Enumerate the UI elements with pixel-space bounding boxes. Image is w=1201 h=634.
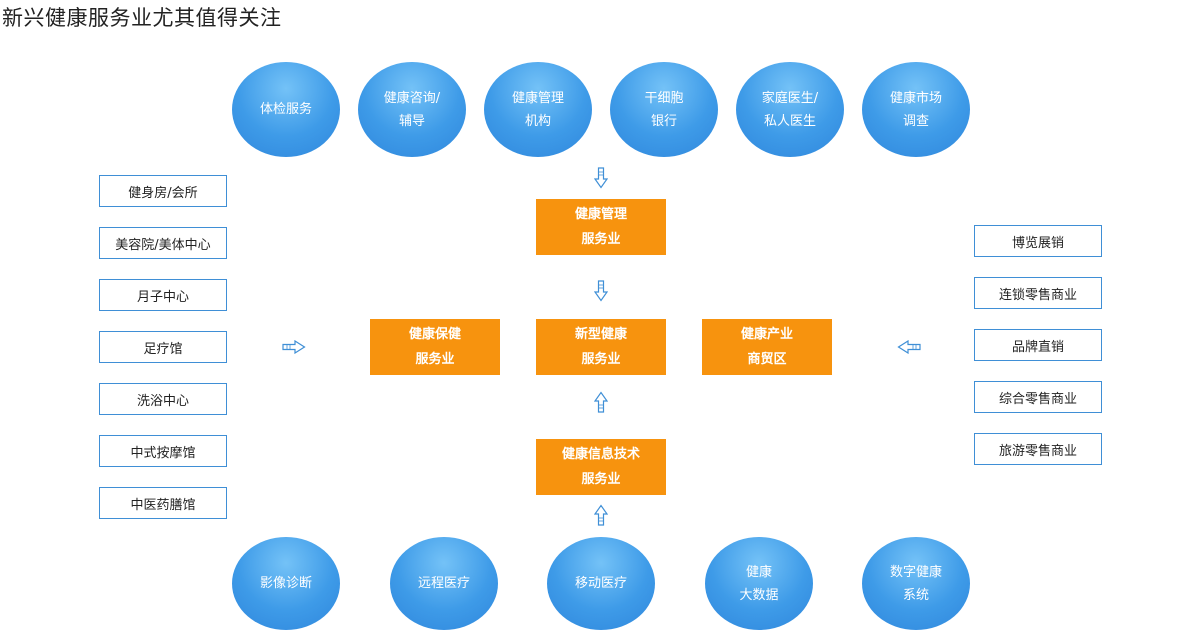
circle-label: 辅导 — [398, 113, 425, 129]
circle-physical-exam: 体检服务 — [232, 62, 340, 157]
circle-label: 远程医疗 — [417, 576, 470, 591]
circle-label: 大数据 — [739, 587, 779, 603]
circle-label: 影像诊断 — [259, 576, 312, 591]
arrow-left-icon — [897, 340, 921, 354]
box-label: 商贸区 — [747, 352, 787, 367]
circle-health-big-data: 健康 大数据 — [705, 537, 813, 630]
circle-stem-cell-bank: 干细胞 银行 — [610, 62, 718, 157]
box-label: 健康管理 — [574, 207, 627, 222]
circle-label: 调查 — [902, 113, 929, 129]
right-item-general-retail: 综合零售商业 — [974, 381, 1102, 413]
right-item-chain-retail: 连锁零售商业 — [974, 277, 1102, 309]
left-item-postpartum-center: 月子中心 — [99, 279, 227, 311]
left-item-herbal-diet: 中医药膳馆 — [99, 487, 227, 519]
right-item-brand-direct: 品牌直销 — [974, 329, 1102, 361]
circle-label: 体检服务 — [259, 102, 312, 117]
box-label: 健康保健 — [408, 327, 461, 342]
left-item-chinese-massage: 中式按摩馆 — [99, 435, 227, 467]
box-label: 服务业 — [581, 472, 621, 487]
circle-health-management-org: 健康管理 机构 — [484, 62, 592, 157]
circle-health-market-research: 健康市场 调查 — [862, 62, 970, 157]
circle-label: 移动医疗 — [574, 576, 627, 591]
circle-label: 干细胞 — [644, 90, 684, 106]
diagram-title: 新兴健康服务业尤其值得关注 — [2, 6, 282, 30]
circle-family-doctor: 家庭医生/ 私人医生 — [736, 62, 844, 157]
box-label: 服务业 — [415, 352, 455, 367]
circle-label: 健康管理 — [511, 90, 564, 106]
arrow-up-icon — [594, 391, 608, 413]
circle-label: 银行 — [650, 113, 677, 129]
circle-label: 私人医生 — [763, 113, 816, 129]
circle-label: 健康 — [745, 564, 772, 580]
left-item-beauty-salon: 美容院/美体中心 — [99, 227, 227, 259]
circle-label: 机构 — [524, 113, 551, 129]
box-label: 服务业 — [581, 232, 621, 247]
circle-label: 健康市场 — [889, 90, 942, 106]
box-health-it-service: 健康信息技术 服务业 — [536, 439, 666, 495]
arrow-right-icon — [282, 340, 306, 354]
box-health-management-service: 健康管理 服务业 — [536, 199, 666, 255]
arrow-down-icon — [594, 280, 608, 302]
box-health-industry-trade: 健康产业 商贸区 — [702, 319, 832, 375]
box-label: 服务业 — [581, 352, 621, 367]
box-healthcare-service: 健康保健 服务业 — [370, 319, 500, 375]
arrow-up-icon — [594, 504, 608, 526]
circle-label: 家庭医生/ — [761, 90, 819, 106]
box-label: 健康产业 — [740, 327, 793, 342]
arrow-down-icon — [594, 167, 608, 189]
circle-label: 系统 — [902, 587, 929, 603]
box-label: 新型健康 — [574, 327, 627, 342]
box-label: 健康信息技术 — [561, 447, 640, 462]
left-item-gym: 健身房/会所 — [99, 175, 227, 207]
circle-imaging-diagnosis: 影像诊断 — [232, 537, 340, 630]
circle-health-consulting: 健康咨询/ 辅导 — [358, 62, 466, 157]
circle-label: 数字健康 — [889, 564, 942, 580]
circle-label: 健康咨询/ — [383, 90, 441, 106]
circle-telemedicine: 远程医疗 — [390, 537, 498, 630]
left-item-bath-center: 洗浴中心 — [99, 383, 227, 415]
circle-digital-health-system: 数字健康 系统 — [862, 537, 970, 630]
circle-mobile-medical: 移动医疗 — [547, 537, 655, 630]
right-item-tourism-retail: 旅游零售商业 — [974, 433, 1102, 465]
box-new-health-service: 新型健康 服务业 — [536, 319, 666, 375]
left-item-foot-spa: 足疗馆 — [99, 331, 227, 363]
right-item-expo: 博览展销 — [974, 225, 1102, 257]
